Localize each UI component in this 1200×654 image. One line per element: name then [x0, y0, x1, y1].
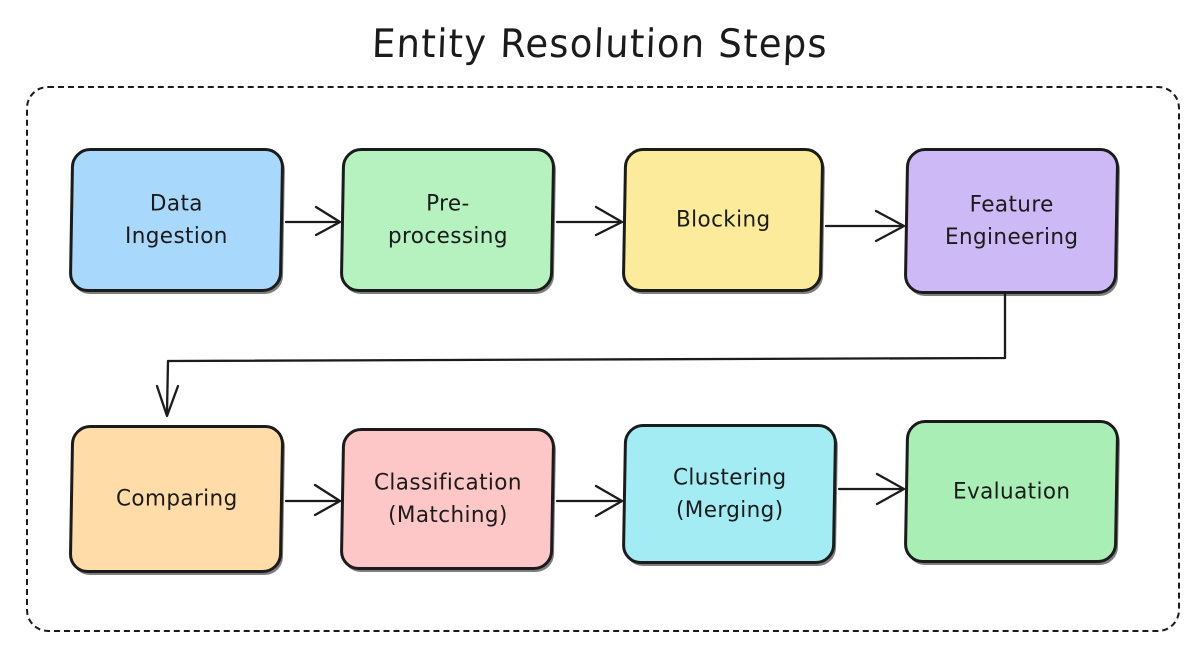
edge-classification-to-clustering: [555, 484, 624, 518]
node-data-ingestion[interactable]: Data Ingestion: [68, 148, 285, 292]
node-evaluation[interactable]: Evaluation: [903, 420, 1120, 563]
node-label-evaluation: Evaluation: [952, 478, 1071, 505]
edge-data-ingestion-to-pre-processing: [284, 205, 342, 237]
node-label-clustering: Clustering (Merging): [672, 464, 787, 524]
node-label-classification: Classification (Matching): [373, 469, 522, 529]
node-label-feature-engineering: Feature Engineering: [944, 191, 1079, 251]
page-title: Entity Resolution Steps: [371, 20, 829, 67]
node-feature-engineering[interactable]: Feature Engineering: [903, 148, 1120, 294]
edge-feature-engineering-to-comparing: [155, 292, 1007, 418]
node-label-comparing: Comparing: [115, 485, 238, 513]
node-label-pre-processing: Pre- processing: [387, 190, 508, 250]
node-pre-processing[interactable]: Pre- processing: [339, 148, 556, 292]
node-comparing[interactable]: Comparing: [68, 425, 285, 573]
node-classification[interactable]: Classification (Matching): [339, 428, 556, 570]
node-label-blocking: Blocking: [675, 206, 771, 234]
edge-comparing-to-classification: [284, 483, 342, 517]
node-blocking[interactable]: Blocking: [621, 148, 825, 292]
node-label-data-ingestion: Data Ingestion: [125, 190, 228, 250]
edge-pre-processing-to-blocking: [555, 205, 624, 237]
edge-clustering-to-evaluation: [837, 472, 906, 506]
edge-blocking-to-feature-engineering: [824, 209, 906, 243]
node-clustering[interactable]: Clustering (Merging): [621, 424, 838, 564]
